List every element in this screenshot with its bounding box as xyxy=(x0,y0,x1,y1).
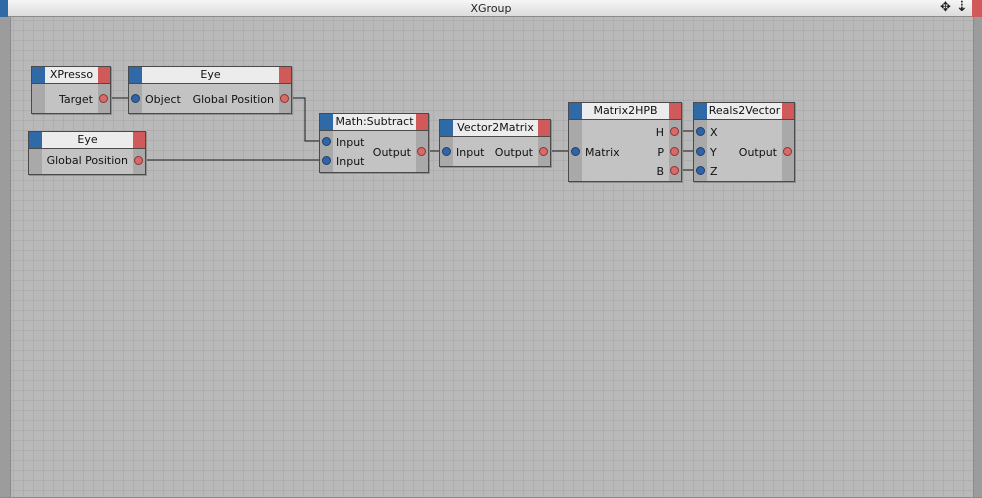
node-reals2vector[interactable]: Reals2Vector X Y Z Output xyxy=(693,102,795,182)
port-label-input-2: Input xyxy=(336,155,365,168)
input-port-input-2[interactable] xyxy=(322,156,331,165)
node-eye-bottom[interactable]: Eye Global Position xyxy=(28,131,146,175)
port-label-h: H xyxy=(655,126,664,139)
move-icon[interactable]: ✥ xyxy=(940,0,951,15)
node-output-tab[interactable] xyxy=(133,132,145,148)
port-label-input-1: Input xyxy=(336,136,365,149)
input-port-x[interactable] xyxy=(696,127,705,136)
titlebar-output-stripe xyxy=(972,0,982,17)
input-port-y[interactable] xyxy=(696,147,705,156)
node-title: Vector2Matrix xyxy=(457,121,534,134)
input-port-matrix[interactable] xyxy=(571,147,580,156)
sort-down-icon[interactable]: ⇣ xyxy=(956,0,968,15)
port-label-global-position: Global Position xyxy=(46,154,128,167)
node-matrix2hpb[interactable]: Matrix2HPB Matrix H P B xyxy=(568,102,682,182)
node-input-tab[interactable] xyxy=(29,132,42,148)
node-header[interactable]: Vector2Matrix xyxy=(440,120,550,137)
port-label-y: Y xyxy=(710,146,717,159)
node-input-tab[interactable] xyxy=(569,103,582,119)
port-label-output: Output xyxy=(372,146,411,159)
output-port-p[interactable] xyxy=(670,147,679,156)
node-eye-top[interactable]: Eye Object Global Position xyxy=(128,66,292,114)
port-label-global-position: Global Position xyxy=(192,93,274,106)
output-port-global-position[interactable] xyxy=(134,156,143,165)
node-output-tab[interactable] xyxy=(669,103,681,119)
port-label-object: Object xyxy=(145,93,181,106)
group-titlebar[interactable]: XGroup ✥ ⇣ xyxy=(0,0,982,17)
output-port-output[interactable] xyxy=(417,147,426,156)
node-title: Eye xyxy=(200,68,221,81)
node-header[interactable]: XPresso xyxy=(32,67,110,84)
port-label-target: Target xyxy=(58,93,93,106)
output-port-b[interactable] xyxy=(670,166,679,175)
port-label-b: B xyxy=(656,165,664,178)
group-title: XGroup xyxy=(470,2,512,15)
node-output-tab[interactable] xyxy=(782,103,794,119)
port-label-p: P xyxy=(657,146,664,159)
node-output-tab[interactable] xyxy=(98,67,110,83)
node-math-subtract[interactable]: Math:Subtract Input Input Output xyxy=(319,113,429,173)
node-input-tab[interactable] xyxy=(694,103,707,119)
node-output-tab[interactable] xyxy=(416,114,428,130)
port-label-input: Input xyxy=(456,146,485,159)
input-port-input-1[interactable] xyxy=(322,137,331,146)
port-label-x: X xyxy=(710,126,718,139)
node-xpresso[interactable]: XPresso Target xyxy=(31,66,111,114)
node-title: XPresso xyxy=(49,68,94,81)
node-output-tab[interactable] xyxy=(279,67,291,83)
input-port-z[interactable] xyxy=(696,166,705,175)
output-port-output[interactable] xyxy=(783,147,792,156)
input-port-input[interactable] xyxy=(442,147,451,156)
node-output-tab[interactable] xyxy=(538,120,550,136)
output-port-target[interactable] xyxy=(99,94,108,103)
output-port-global-position[interactable] xyxy=(280,94,289,103)
node-header[interactable]: Math:Subtract xyxy=(320,114,428,131)
port-label-output: Output xyxy=(738,146,777,159)
node-header[interactable]: Eye xyxy=(29,132,145,149)
node-title: Reals2Vector xyxy=(708,104,781,117)
port-label-matrix: Matrix xyxy=(585,146,620,159)
node-input-tab[interactable] xyxy=(129,67,142,83)
node-title: Eye xyxy=(77,133,98,146)
port-label-z: Z xyxy=(710,165,718,178)
node-input-tab[interactable] xyxy=(320,114,333,130)
node-input-tab[interactable] xyxy=(440,120,453,136)
node-title: Math:Subtract xyxy=(335,115,414,128)
node-title: Matrix2HPB xyxy=(593,104,658,117)
node-header[interactable]: Eye xyxy=(129,67,291,84)
node-input-stripe xyxy=(32,84,45,113)
input-port-object[interactable] xyxy=(131,94,140,103)
port-label-output: Output xyxy=(494,146,533,159)
titlebar-input-stripe xyxy=(0,0,8,17)
node-header[interactable]: Matrix2HPB xyxy=(569,103,681,120)
node-input-stripe xyxy=(29,149,42,174)
node-input-tab[interactable] xyxy=(32,67,45,83)
node-header[interactable]: Reals2Vector xyxy=(694,103,794,120)
output-port-h[interactable] xyxy=(670,127,679,136)
node-vector2matrix[interactable]: Vector2Matrix Input Output xyxy=(439,119,551,167)
right-edge xyxy=(973,17,982,498)
left-edge xyxy=(0,17,11,498)
output-port-output[interactable] xyxy=(539,147,548,156)
